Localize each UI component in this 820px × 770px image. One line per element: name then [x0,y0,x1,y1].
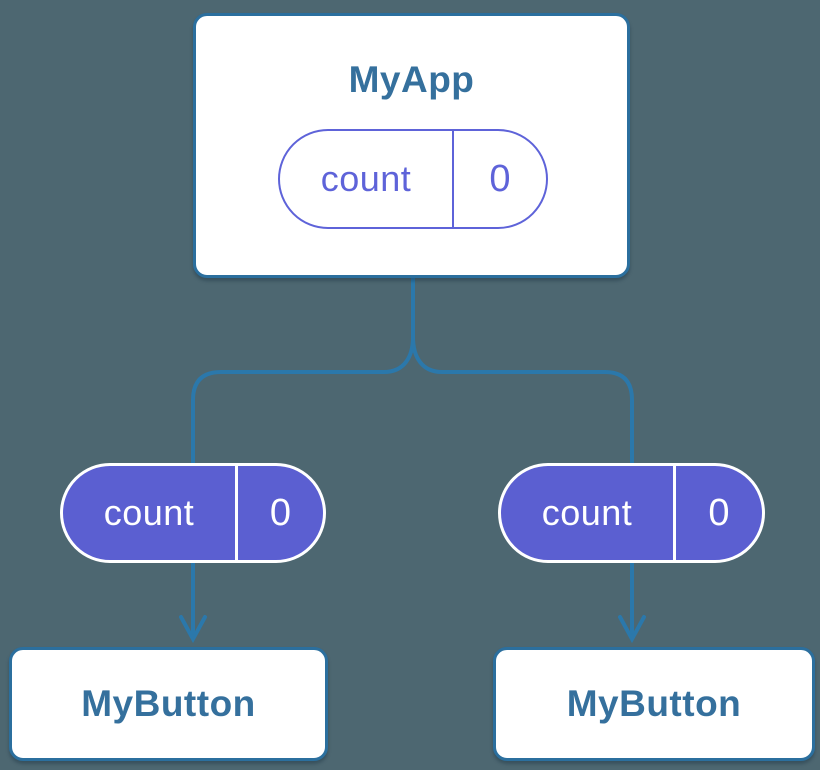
branch-line-left [191,278,415,636]
prop-pill-right: count 0 [498,463,765,563]
arrow-down-icon [179,615,207,644]
prop-pill-value: 0 [673,466,762,560]
state-pill-value: 0 [452,131,546,227]
prop-pill-name: count [103,492,195,533]
child-component-card-left: MyButton [9,647,328,761]
state-pill: count 0 [278,129,548,229]
prop-pill-name: count [541,492,633,533]
child-component-title: MyButton [81,683,256,724]
state-pill-name: count [320,158,412,199]
arrow-down-icon [618,615,646,644]
prop-pill-left: count 0 [60,463,326,563]
child-component-title: MyButton [566,683,742,724]
prop-pill-value: 0 [235,466,323,560]
child-component-card-right: MyButton [493,647,815,761]
root-component-card: MyApp count 0 [193,13,630,278]
root-component-title: MyApp [348,59,475,100]
branch-line-right [411,336,634,636]
